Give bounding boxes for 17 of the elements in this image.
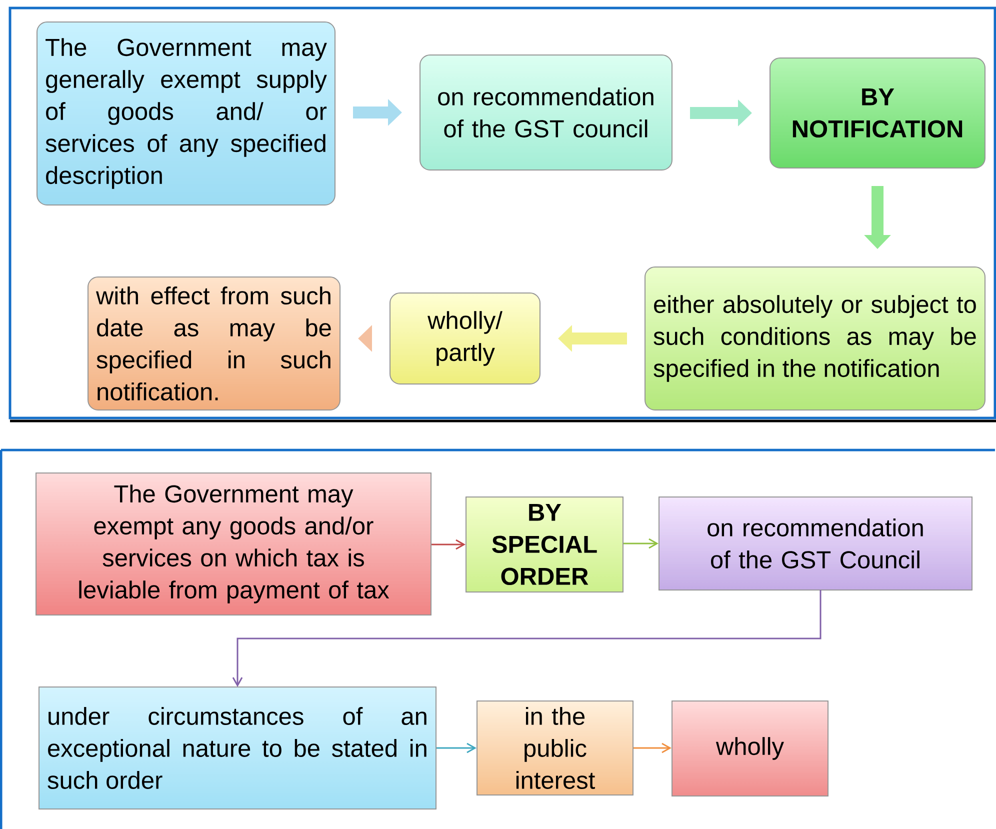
text-box: wholly — [672, 700, 828, 796]
arrow — [232, 590, 822, 687]
text-box: in the public interest — [476, 700, 634, 796]
arrow — [634, 742, 672, 754]
text-box: The Government may exempt any goods and/or services on which tax is leviable from payment of tax — [36, 472, 432, 616]
arrow — [436, 742, 476, 754]
text-box: on recommendation of the GST council — [420, 54, 672, 170]
arrow — [432, 539, 466, 550]
text-box: on recommendation of the GST Council — [658, 496, 972, 590]
text-box: BY SPECIAL ORDER — [466, 496, 624, 592]
text-box: The Government may generally exempt supply of goods and/ or services of any specified description — [36, 22, 336, 206]
text-box: BY NOTIFICATION — [770, 58, 986, 168]
arrow — [624, 538, 658, 549]
text-box: with effect from such date as may be specified in such notification. — [88, 276, 340, 410]
text-box: either absolutely or subject to such conditions as may be specified in the notification — [644, 266, 986, 410]
text-box: wholly/ partly — [390, 292, 540, 384]
text-box: under circumstances of an exceptional nature to be stated in such order — [38, 686, 436, 810]
